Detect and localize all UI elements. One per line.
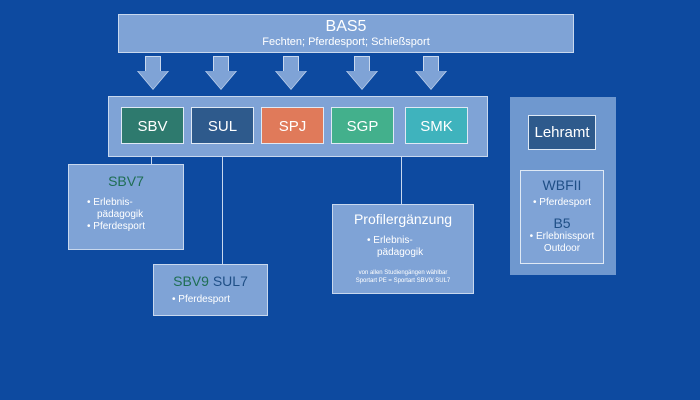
connector-line — [151, 157, 152, 164]
program-spj: SPJ — [261, 107, 324, 144]
profilergaenzung-box: Profilergänzung • Erlebnis- pädagogik vo… — [332, 204, 474, 294]
connector-line — [222, 157, 223, 264]
program-sgp: SGP — [331, 107, 394, 144]
profil-title: Profilergänzung — [353, 211, 453, 227]
profil-note-line: von allen Studiengängen wählbar — [358, 270, 448, 276]
sbv9-title: SBV9 — [173, 273, 209, 289]
b5-bullet-line: • Erlebnissport — [529, 231, 595, 242]
b5-title: B5 — [553, 215, 571, 231]
sbv9-bullet: • Pferdesport — [172, 294, 230, 305]
program-sbv: SBV — [121, 107, 184, 144]
down-arrow-icon — [346, 56, 378, 90]
b5-bullet-line: Outdoor — [543, 243, 581, 254]
lehramt-box: Lehramt — [528, 115, 596, 150]
down-arrow-icon — [275, 56, 307, 90]
sbv7-bullet-line: pädagogik — [97, 209, 144, 220]
profil-bullet-line: pädagogik — [377, 247, 424, 258]
bas5-box: BAS5 Fechten; Pferdesport; Schießsport — [118, 14, 574, 53]
bas5-subtitle: Fechten; Pferdesport; Schießsport — [262, 36, 430, 48]
programs-container: SBV SUL SPJ SGP SMK — [108, 96, 488, 157]
down-arrow-icon — [137, 56, 169, 90]
wbfii-bullet: • Pferdesport — [533, 197, 591, 208]
profil-note-line: Sportart PE = Sportart SBV9/ SUL7 — [355, 278, 451, 284]
sul7-title: SUL7 — [212, 273, 248, 289]
profil-bullet-line: • Erlebnis- — [367, 235, 413, 246]
down-arrow-icon — [205, 56, 237, 90]
sbv7-bullet-line: • Pferdesport — [87, 221, 145, 232]
sbv7-box: SBV7 • Erlebnis- pädagogik • Pferdesport — [68, 164, 184, 250]
program-sul: SUL — [191, 107, 254, 144]
sbv9-sul7-box: SBV9 SUL7 • Pferdesport — [153, 264, 268, 316]
wbfii-box: WBFII • Pferdesport B5 • Erlebnissport O… — [520, 170, 604, 264]
down-arrow-icon — [415, 56, 447, 90]
wbfii-title: WBFII — [542, 177, 582, 193]
sbv7-title: SBV7 — [108, 173, 144, 189]
bas5-title: BAS5 — [325, 18, 367, 35]
sbv7-bullet-line: • Erlebnis- — [87, 197, 133, 208]
program-smk: SMK — [405, 107, 468, 144]
connector-line — [401, 157, 402, 204]
